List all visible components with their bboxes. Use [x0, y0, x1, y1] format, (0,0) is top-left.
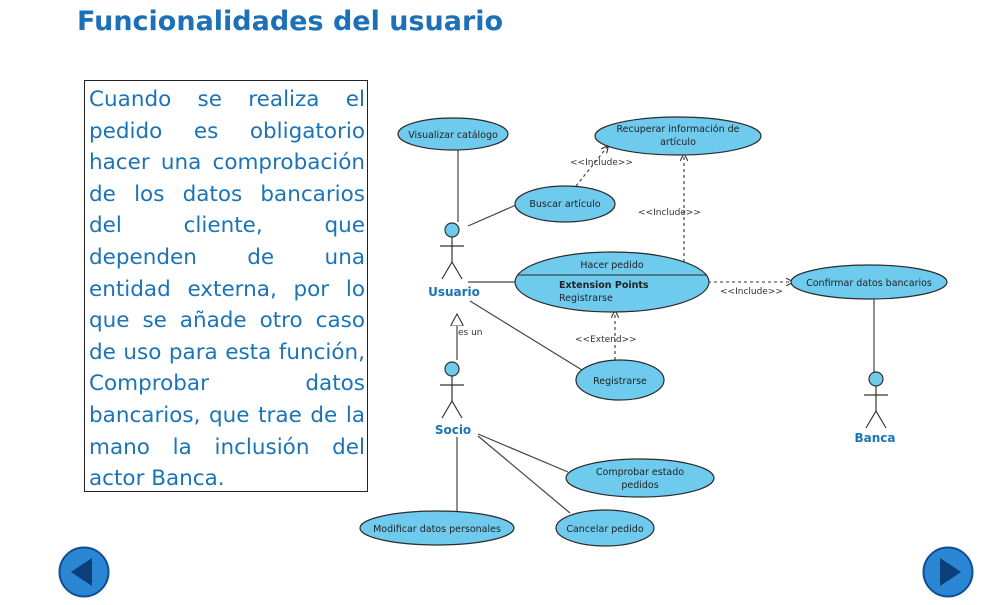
- use-case-label: Cancelar pedido: [566, 524, 644, 535]
- actor-label-usuario: Usuario: [428, 285, 480, 299]
- next-button[interactable]: [922, 546, 974, 598]
- association-lines: [456, 149, 875, 514]
- use-case-label: Buscar artículo: [529, 199, 600, 210]
- include-label: <<Include>>: [720, 287, 783, 297]
- use-case-label: Hacer pedido: [580, 260, 644, 271]
- actor-socio: [440, 361, 464, 419]
- use-case-registrarse: [575, 359, 665, 401]
- extend-label: <<Extend>>: [575, 335, 637, 345]
- actor-label-banca: Banca: [855, 431, 896, 445]
- use-case-label: Modificar datos personales: [373, 524, 501, 535]
- use-case-cancelar-pedido: [555, 509, 655, 547]
- use-case-label: Registrarse: [593, 376, 647, 387]
- extension-point-item: Registrarse: [559, 293, 613, 304]
- use-case-label: pedidos: [621, 480, 658, 491]
- use-case-label: Confirmar datos bancarios: [806, 278, 932, 289]
- description-text: Cuando se realiza el pedido es obligator…: [89, 87, 365, 492]
- previous-button[interactable]: [58, 546, 110, 598]
- extension-points-label: Extension Points: [559, 280, 649, 291]
- include-label: <<Include>>: [638, 208, 701, 218]
- use-case-buscar-articulo: [514, 185, 616, 223]
- use-case-hacer-pedido: [514, 251, 710, 313]
- dependency-arrows: [575, 146, 793, 360]
- use-case-confirmar-datos-bancarios: [790, 264, 948, 300]
- arrow-right-icon: [940, 558, 961, 586]
- use-case-recuperar-informacion: [594, 116, 762, 156]
- description-box: Cuando se realiza el pedido es obligator…: [84, 80, 368, 492]
- use-case-label: Visualizar catálogo: [408, 130, 498, 141]
- page-title: Funcionalidades del usuario: [77, 6, 504, 37]
- generalization-label: es un: [458, 328, 483, 338]
- use-case-label: artículo: [660, 137, 696, 148]
- use-case-comprobar-estado-pedidos: [565, 458, 715, 498]
- include-label: <<Include>>: [570, 158, 633, 168]
- use-case-label: Recuperar información de: [616, 124, 739, 135]
- use-case-label: Comprobar estado: [596, 467, 684, 478]
- actor-banca: [864, 371, 888, 429]
- actor-usuario: [440, 222, 464, 280]
- use-case-modificar-datos-personales: [359, 510, 515, 546]
- use-case-visualizar-catalogo: [397, 117, 509, 151]
- arrow-left-icon: [71, 558, 92, 586]
- actor-label-socio: Socio: [435, 423, 471, 437]
